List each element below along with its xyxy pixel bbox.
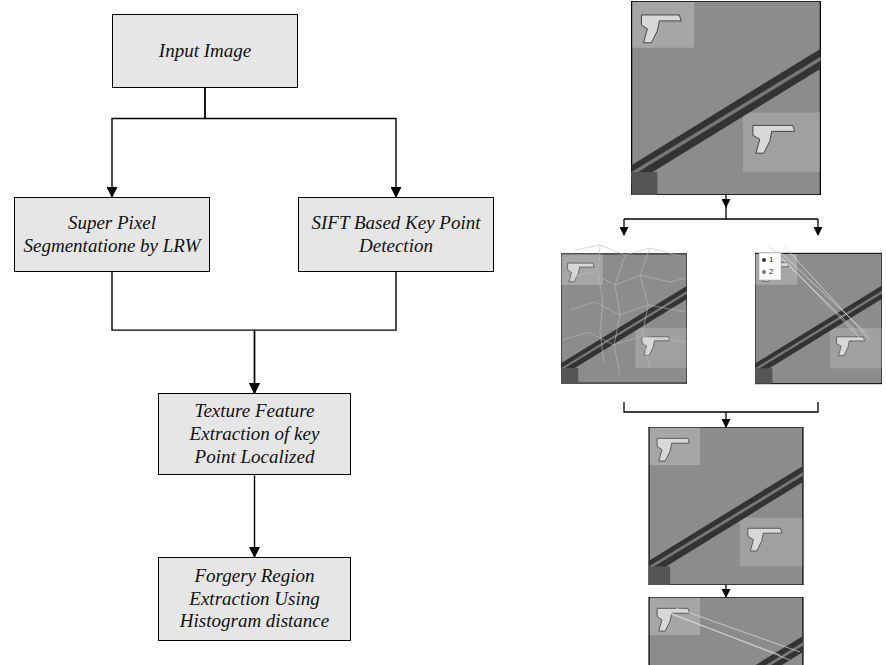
legend-dot bbox=[762, 258, 766, 262]
box-text: Forgery Region Extraction Using Histogra… bbox=[167, 565, 342, 633]
box-text: Texture Feature Extraction of key Point … bbox=[167, 400, 342, 468]
process-box: SIFT Based Key Point Detection bbox=[298, 197, 494, 272]
legend-patch bbox=[759, 253, 781, 280]
flow-arrow bbox=[254, 475, 255, 557]
process-box: Input Image bbox=[112, 14, 298, 88]
legend-number: 2 bbox=[769, 268, 773, 276]
legend-dot bbox=[762, 270, 766, 274]
flow-arrow bbox=[112, 88, 205, 197]
flow-arrow bbox=[205, 88, 396, 197]
flow-arrow bbox=[255, 272, 397, 393]
process-box: Texture Feature Extraction of key Point … bbox=[158, 393, 351, 475]
process-box: Forgery Region Extraction Using Histogra… bbox=[158, 557, 351, 641]
flow-arrow bbox=[112, 272, 255, 393]
box-text: Input Image bbox=[159, 40, 251, 63]
illustration-arrows bbox=[624, 195, 818, 597]
process-box: Super Pixel Segmentatione by LRW bbox=[14, 197, 210, 272]
box-text: Super Pixel Segmentatione by LRW bbox=[23, 212, 201, 258]
legend-number: 1 bbox=[769, 256, 773, 264]
superpixel-grid bbox=[562, 245, 686, 375]
sift-match-lines bbox=[660, 245, 870, 660]
box-text: SIFT Based Key Point Detection bbox=[307, 212, 485, 258]
image-stack bbox=[561, 1, 882, 665]
